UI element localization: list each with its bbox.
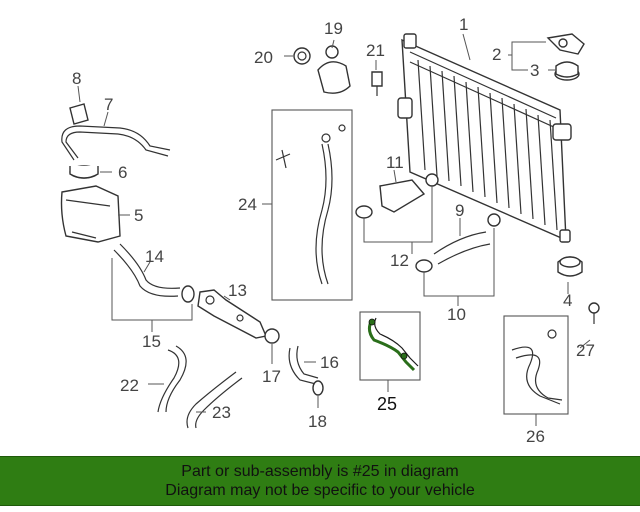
- reservoir-part[interactable]: [60, 185, 121, 243]
- hose-25-highlighted[interactable]: [367, 317, 419, 372]
- bolt-part[interactable]: [371, 71, 383, 96]
- callout-17: 17: [262, 367, 281, 386]
- callout-20: 20: [254, 48, 273, 67]
- callout-12: 12: [390, 251, 409, 270]
- clamp-10a[interactable]: [415, 259, 433, 273]
- info-banner: Part or sub-assembly is #25 in diagram D…: [0, 456, 640, 506]
- callout-11: 11: [386, 153, 404, 172]
- lower-hose-part[interactable]: [433, 231, 491, 265]
- seal-part[interactable]: [293, 47, 311, 65]
- clamp-12a[interactable]: [355, 205, 373, 219]
- insulator-part[interactable]: [554, 61, 580, 81]
- callout-22: 22: [120, 376, 139, 395]
- callout-26: 26: [526, 427, 545, 446]
- clip-part[interactable]: [69, 103, 89, 125]
- callout-21: 21: [366, 41, 385, 60]
- clamp-17[interactable]: [264, 328, 280, 344]
- clamp-12b[interactable]: [425, 173, 439, 187]
- lower-insulator-part[interactable]: [557, 256, 583, 277]
- callout-14: 14: [145, 247, 164, 266]
- hose-24-box: [271, 109, 353, 301]
- callout-5: 5: [134, 206, 143, 225]
- radiator-part[interactable]: [397, 33, 572, 243]
- outlet-part[interactable]: [317, 45, 351, 94]
- callout-4: 4: [563, 291, 572, 310]
- callout-25: 25: [377, 394, 397, 414]
- callout-10: 10: [447, 305, 466, 324]
- banner-line-2: Diagram may not be specific to your vehi…: [165, 482, 475, 499]
- hose-26[interactable]: [511, 329, 563, 405]
- callout-24: 24: [238, 195, 257, 214]
- bolt-27[interactable]: [588, 302, 600, 324]
- hose-22[interactable]: [157, 345, 187, 413]
- callout-2: 2: [492, 45, 501, 64]
- callout-23: 23: [212, 403, 231, 422]
- parts-diagram: 1 2 3 4 5 6 7 8 9 10 11 12 13 14 15 16 1…: [60, 15, 600, 446]
- overflow-hose-part[interactable]: [61, 125, 171, 161]
- callout-19: 19: [324, 19, 343, 38]
- callout-15: 15: [142, 332, 161, 351]
- upper-hose-part[interactable]: [379, 179, 426, 213]
- hose-23[interactable]: [186, 371, 243, 429]
- callout-16: 16: [320, 353, 339, 372]
- callout-8: 8: [72, 69, 81, 88]
- callout-7: 7: [104, 95, 113, 114]
- callout-1: 1: [459, 15, 468, 34]
- short-hose-part[interactable]: [288, 345, 319, 385]
- callout-6: 6: [118, 163, 127, 182]
- bracket-part[interactable]: [546, 33, 585, 55]
- banner-line-1: Part or sub-assembly is #25 in diagram: [181, 463, 459, 480]
- inlet-hose-part[interactable]: [113, 243, 195, 303]
- hose-25-box: [359, 311, 421, 381]
- clamp-10b[interactable]: [487, 213, 501, 227]
- callout-13: 13: [228, 281, 247, 300]
- callout-3: 3: [530, 61, 539, 80]
- hose-24[interactable]: [275, 124, 346, 285]
- callout-27: 27: [576, 341, 595, 360]
- callout-9: 9: [455, 201, 464, 220]
- callout-18: 18: [308, 412, 327, 431]
- cap-part[interactable]: [69, 165, 99, 179]
- clamp-18[interactable]: [312, 380, 324, 396]
